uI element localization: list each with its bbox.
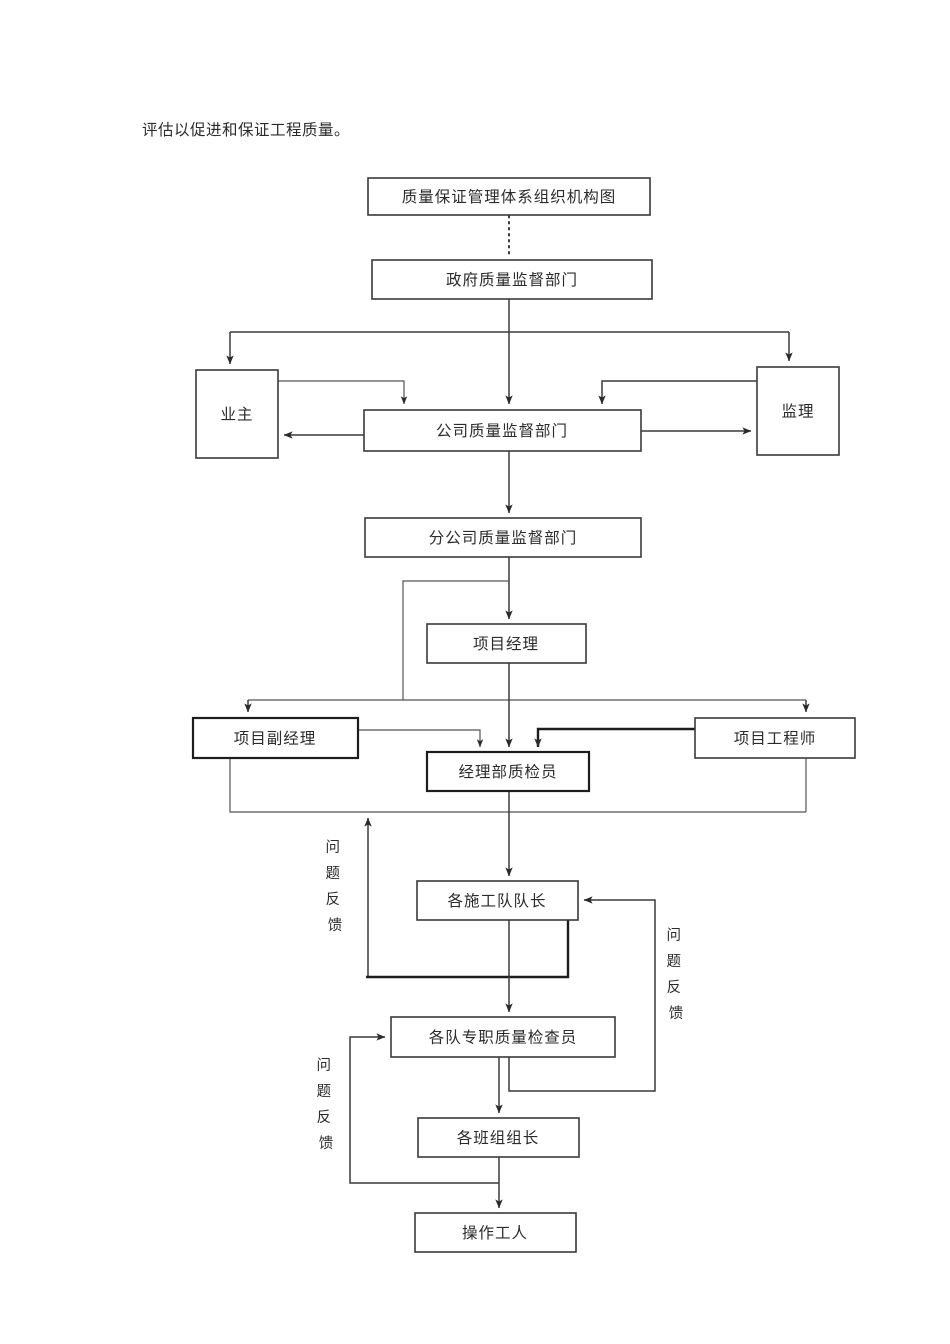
- node-owner[interactable]: 业主: [195, 369, 279, 459]
- node-dept-inspector[interactable]: 经理部质检员: [425, 750, 591, 793]
- node-group-leader[interactable]: 各班组组长: [417, 1117, 580, 1158]
- edge-supervisor-to-company: [598, 380, 757, 405]
- annotation-feedback-1: 问 题 反 馈: [325, 839, 344, 934]
- node-worker-label: 操作工人: [462, 1224, 528, 1242]
- node-branch-qc-label: 分公司质量监督部门: [429, 529, 578, 547]
- node-team-inspector[interactable]: 各队专职质量检查员: [390, 1016, 616, 1058]
- edge-groupleader-to-teamqc-feedback: [349, 1033, 499, 1184]
- node-team-leader-label: 各施工队队长: [447, 892, 546, 910]
- node-government-qc[interactable]: 政府质量监督部门: [371, 259, 653, 300]
- node-project-manager-label: 项目经理: [473, 635, 539, 653]
- node-project-engineer-label: 项目工程师: [734, 730, 817, 748]
- node-deputy-manager-label: 项目副经理: [234, 730, 317, 748]
- annotation-feedback-2: 问 题 反 馈: [666, 927, 685, 1022]
- edge-deputy-to-deptqc: [358, 729, 484, 748]
- intro-paragraph: 评估以促进和保证工程质量。: [142, 121, 351, 139]
- node-deputy-manager[interactable]: 项目副经理: [191, 716, 360, 760]
- node-project-manager[interactable]: 项目经理: [426, 623, 587, 664]
- node-team-inspector-label: 各队专职质量检查员: [429, 1029, 578, 1047]
- node-supervisor[interactable]: 监理: [756, 366, 840, 456]
- edge-teamleader-feedback-rail: [366, 920, 570, 979]
- node-title[interactable]: 质量保证管理体系组织机构图: [367, 177, 651, 216]
- node-dept-inspector-label: 经理部质检员: [458, 763, 557, 781]
- node-supervisor-label: 监理: [781, 403, 814, 421]
- edge-branch-feeder: [402, 580, 509, 700]
- node-company-qc[interactable]: 公司质量监督部门: [363, 409, 642, 452]
- node-branch-qc[interactable]: 分公司质量监督部门: [364, 517, 642, 558]
- node-owner-label: 业主: [220, 406, 253, 424]
- node-government-qc-label: 政府质量监督部门: [446, 271, 578, 289]
- edge-teamqc-to-teamleader-feedback: [508, 896, 656, 1092]
- node-group-leader-label: 各班组组长: [457, 1129, 540, 1147]
- edge-engineer-to-deptqc: [534, 727, 695, 748]
- annotation-feedback-3: 问 题 反 馈: [316, 1057, 335, 1152]
- node-worker[interactable]: 操作工人: [414, 1212, 577, 1253]
- node-company-qc-label: 公司质量监督部门: [436, 422, 568, 440]
- node-team-leader[interactable]: 各施工队队长: [416, 880, 579, 921]
- node-project-engineer[interactable]: 项目工程师: [694, 717, 856, 759]
- edge-owner-to-company: [278, 380, 408, 405]
- edge-deputy-rail: [229, 758, 806, 813]
- node-title-label: 质量保证管理体系组织机构图: [402, 188, 617, 206]
